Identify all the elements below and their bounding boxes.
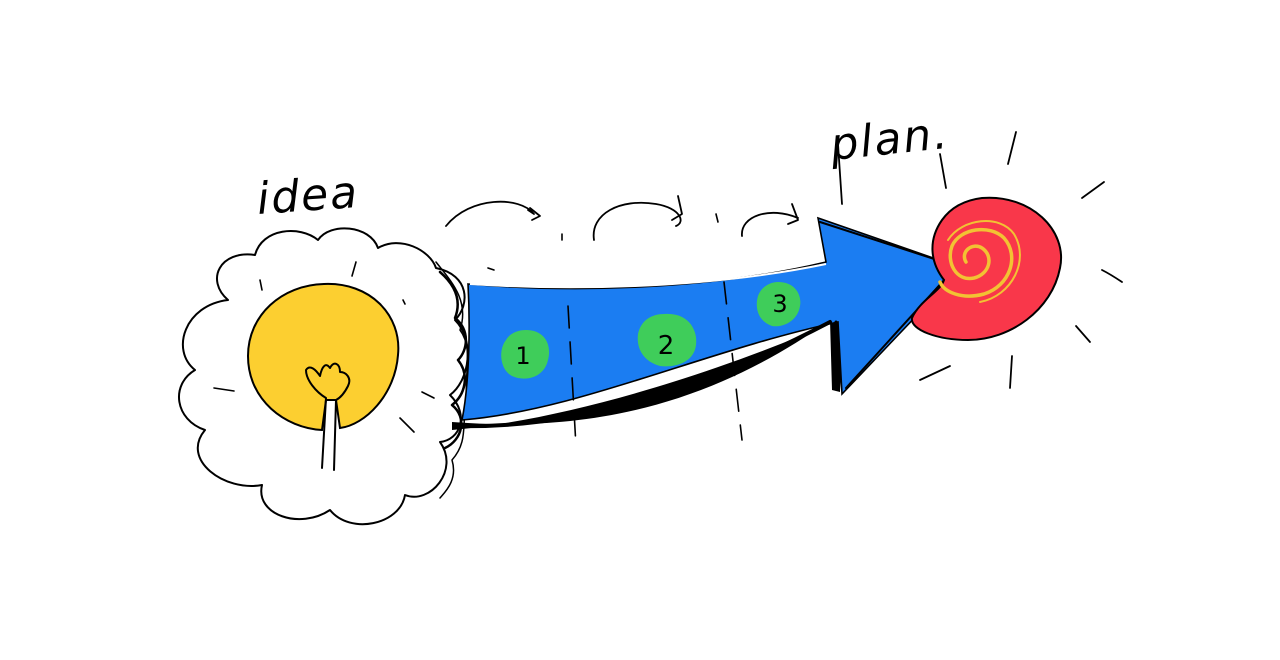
idea-circle bbox=[246, 282, 400, 432]
target-spiral bbox=[938, 227, 1014, 298]
step-1-label: 1 bbox=[515, 342, 530, 370]
plan-label: plan. bbox=[827, 108, 952, 171]
iteration-loops bbox=[445, 195, 799, 271]
step-3: 3 bbox=[756, 282, 801, 327]
arrow-body bbox=[461, 216, 964, 421]
step-2: 2 bbox=[637, 313, 697, 367]
step-2-label: 2 bbox=[658, 331, 675, 361]
idea-label: idea bbox=[255, 167, 360, 225]
idea-bulb-icon bbox=[246, 282, 400, 471]
plan-stroke bbox=[837, 143, 843, 205]
step-1: 1 bbox=[501, 330, 550, 379]
process-arrow bbox=[452, 216, 964, 447]
step-3-label: 3 bbox=[772, 290, 787, 318]
target-icon bbox=[910, 131, 1123, 389]
